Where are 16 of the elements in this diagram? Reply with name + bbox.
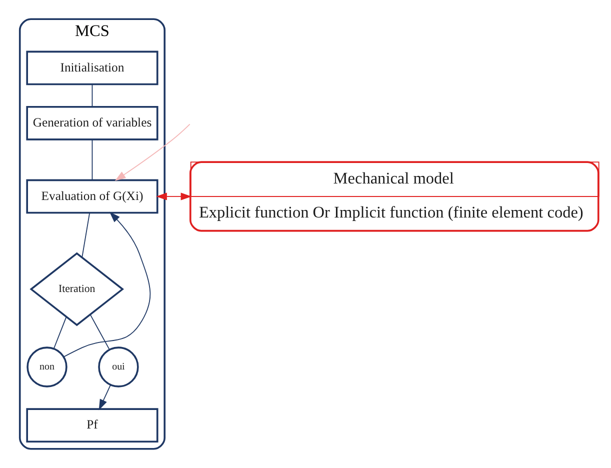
connector [90, 314, 110, 350]
connector [53, 316, 67, 350]
arrow [63, 212, 151, 358]
node-diamond: Iteration [30, 252, 124, 326]
connector [82, 212, 90, 258]
node-box: Initialisation [26, 50, 158, 86]
arrow [156, 192, 192, 200]
node-box: Generation of variables [26, 106, 158, 140]
connector [92, 139, 93, 181]
connector [92, 84, 93, 108]
node-box: Pf [26, 408, 158, 443]
node-box: Evaluation of G(Xi) [26, 179, 158, 214]
arrow [98, 384, 112, 410]
arrow [114, 124, 190, 181]
node-circle: oui [98, 346, 139, 388]
node-circle: non [26, 346, 68, 388]
